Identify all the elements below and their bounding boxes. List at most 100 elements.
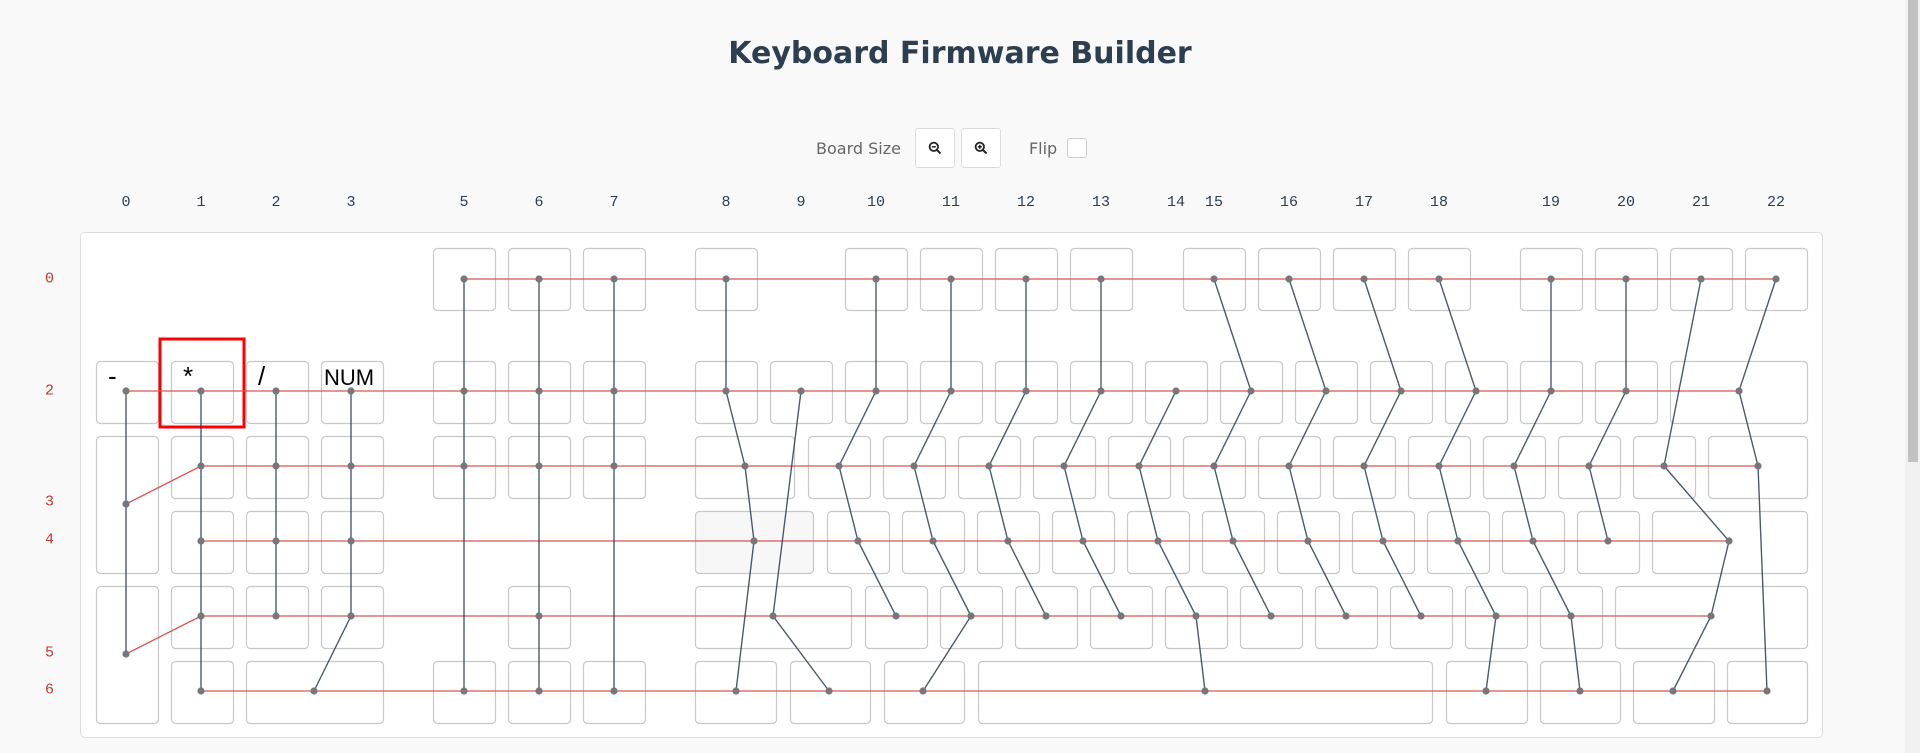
switch-pin xyxy=(1267,612,1275,620)
switch-pin xyxy=(947,387,955,395)
switch-pin xyxy=(460,687,468,695)
switch-pin xyxy=(1042,612,1050,620)
switch-pin xyxy=(197,387,205,395)
switch-pin xyxy=(1210,275,1218,283)
switch-pin xyxy=(1585,462,1593,470)
zoom-out-button[interactable] xyxy=(914,128,955,168)
switch-pin xyxy=(610,687,618,695)
switch-pin xyxy=(1435,462,1443,470)
switch-pin xyxy=(1229,537,1237,545)
switch-pin xyxy=(1576,687,1584,695)
switch-pin xyxy=(122,387,130,395)
column-label: 20 xyxy=(1616,194,1636,211)
switch-pin xyxy=(122,500,130,508)
switch-pin xyxy=(1547,275,1555,283)
column-label: 11 xyxy=(941,194,961,211)
switch-pin xyxy=(1285,275,1293,283)
zoom-in-button[interactable] xyxy=(960,128,1001,168)
switch-pin xyxy=(919,687,927,695)
flip-label: Flip xyxy=(1028,138,1058,158)
switch-pin xyxy=(750,537,758,545)
switch-pin xyxy=(1707,612,1715,620)
switch-pin xyxy=(272,462,280,470)
column-label: 21 xyxy=(1691,194,1711,211)
switch-pin xyxy=(272,387,280,395)
switch-pin xyxy=(1510,462,1518,470)
switch-pin xyxy=(310,687,318,695)
switch-pin xyxy=(1669,687,1677,695)
column-label: 8 xyxy=(721,194,731,211)
zoom-in-icon xyxy=(974,141,988,155)
column-label: 1 xyxy=(196,194,206,211)
switch-pin xyxy=(1060,462,1068,470)
switch-pin xyxy=(1492,612,1500,620)
switch-pin xyxy=(947,275,955,283)
switch-pin xyxy=(1763,687,1771,695)
vertical-scrollbar[interactable] xyxy=(1905,0,1920,753)
switch-pin xyxy=(347,462,355,470)
column-wire-11 xyxy=(913,279,972,692)
key-legend: - xyxy=(108,361,117,391)
switch-pin xyxy=(272,612,280,620)
switch-pin xyxy=(535,275,543,283)
switch-pin xyxy=(1622,387,1630,395)
board-size-label: Board Size xyxy=(816,138,901,158)
switch-pin xyxy=(722,275,730,283)
switch-pin xyxy=(1022,275,1030,283)
switch-pin xyxy=(1022,387,1030,395)
switch-pin xyxy=(1529,537,1537,545)
column-label: 7 xyxy=(609,194,619,211)
switch-pin xyxy=(347,387,355,395)
switch-pin xyxy=(1172,387,1180,395)
key-legend: * xyxy=(183,361,193,391)
key-legend: NUM xyxy=(324,365,374,390)
switch-pin xyxy=(1754,462,1762,470)
switch-pin xyxy=(1622,275,1630,283)
switch-pin xyxy=(1454,537,1462,545)
column-label: 5 xyxy=(459,194,469,211)
column-label: 12 xyxy=(1016,194,1036,211)
column-label: 0 xyxy=(121,194,131,211)
flip-checkbox[interactable] xyxy=(1067,138,1088,158)
switch-pin xyxy=(910,462,918,470)
switch-pin xyxy=(1004,537,1012,545)
switch-pin xyxy=(1725,537,1733,545)
switch-pin xyxy=(1567,612,1575,620)
switch-pin xyxy=(854,537,862,545)
column-label: 19 xyxy=(1541,194,1561,211)
switch-pin xyxy=(1660,462,1668,470)
switch-pin xyxy=(1342,612,1350,620)
column-wire-18 xyxy=(1438,278,1497,692)
switch-pin xyxy=(797,387,805,395)
switch-pin xyxy=(985,462,993,470)
column-label: 18 xyxy=(1429,194,1449,211)
switch-pin xyxy=(610,462,618,470)
switch-pin xyxy=(1360,462,1368,470)
switch-pin xyxy=(610,275,618,283)
switch-pin xyxy=(825,687,833,695)
switch-pin xyxy=(769,612,777,620)
switch-pin xyxy=(1772,275,1780,283)
switch-pin xyxy=(1397,387,1405,395)
switch-pin xyxy=(1079,537,1087,545)
switch-pin xyxy=(1210,462,1218,470)
switch-pin xyxy=(1482,687,1490,695)
switch-pin xyxy=(1201,687,1209,695)
scrollbar-thumb[interactable] xyxy=(1908,0,1918,462)
switch-pin xyxy=(535,462,543,470)
column-wire-22 xyxy=(1738,278,1777,692)
column-label: 16 xyxy=(1279,194,1299,211)
switch-pin xyxy=(1379,537,1387,545)
switch-pin xyxy=(1435,275,1443,283)
switch-pin xyxy=(197,462,205,470)
column-label: 2 xyxy=(271,194,281,211)
switch-pin xyxy=(1604,537,1612,545)
column-label: 13 xyxy=(1091,194,1111,211)
switch-pin xyxy=(732,687,740,695)
switch-pin xyxy=(197,612,205,620)
row-label: 6 xyxy=(45,681,55,699)
switch-pin xyxy=(610,387,618,395)
switch-pin xyxy=(1322,387,1330,395)
row-label: 5 xyxy=(45,644,55,662)
